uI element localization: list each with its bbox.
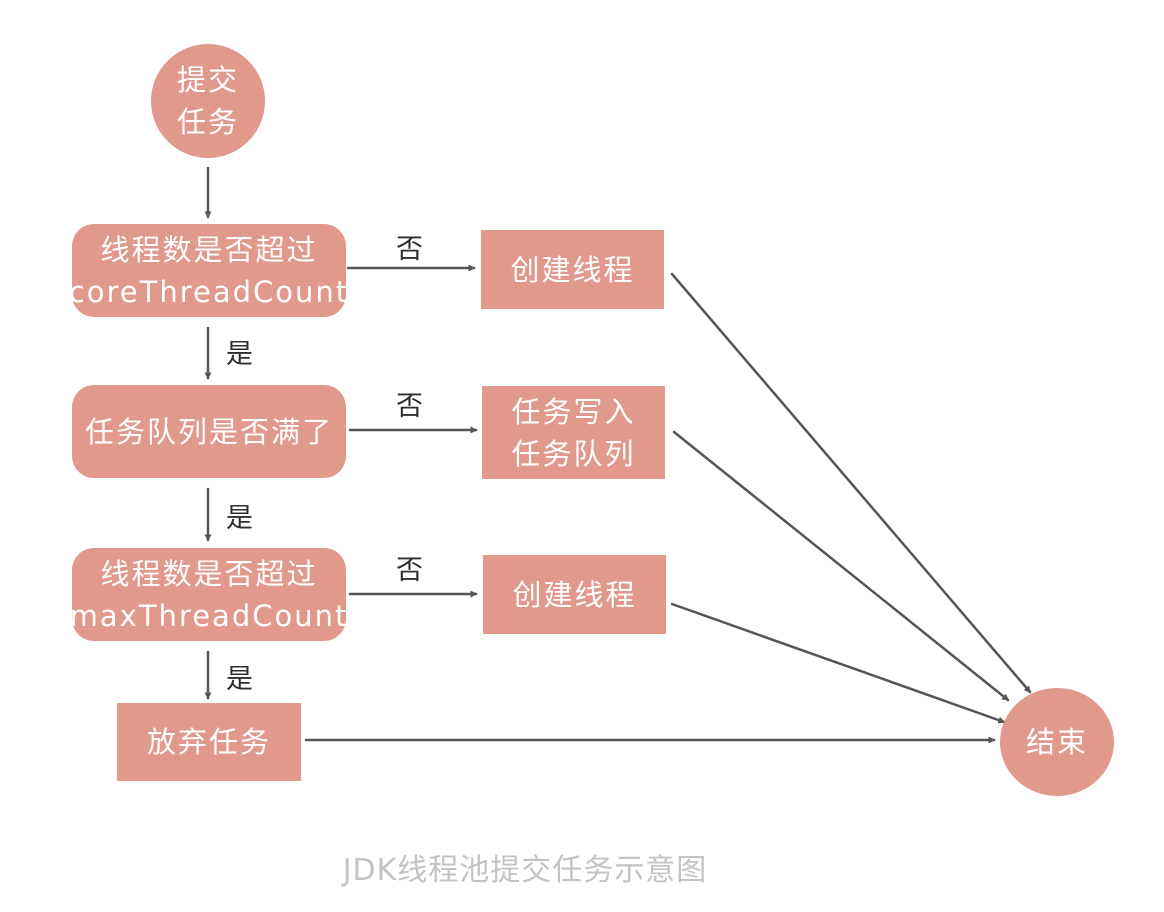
create-thread-node-1: 创建线程 (481, 230, 664, 309)
edge-label-no-3: 否 (396, 555, 423, 586)
create-thread-node-2: 创建线程 (483, 555, 666, 634)
edge-label-yes-2: 是 (226, 503, 253, 534)
edge-create-1-to-end (670, 272, 1032, 694)
check-core-threads-node: 线程数是否超过 coreThreadCount (69, 224, 347, 317)
write-to-queue-node: 任务写入 任务队列 (482, 386, 665, 479)
edge-label-yes-3: 是 (226, 664, 253, 695)
end-node: 结束 (1000, 688, 1114, 796)
edge-write-to-end (672, 430, 1010, 702)
edge-label-no-1: 否 (396, 234, 423, 265)
edge-label-yes-1: 是 (226, 339, 253, 370)
figure-caption: JDK线程池提交任务示意图 (342, 853, 708, 888)
start-node: 提交 任务 (151, 44, 265, 158)
reject-task-node: 放弃任务 (117, 703, 301, 781)
edge-label-no-2: 否 (396, 391, 423, 422)
edge-create-2-to-end (670, 602, 1006, 724)
check-queue-full-node: 任务队列是否满了 (72, 385, 346, 478)
check-max-threads-node: 线程数是否超过 maxThreadCount (70, 548, 346, 641)
